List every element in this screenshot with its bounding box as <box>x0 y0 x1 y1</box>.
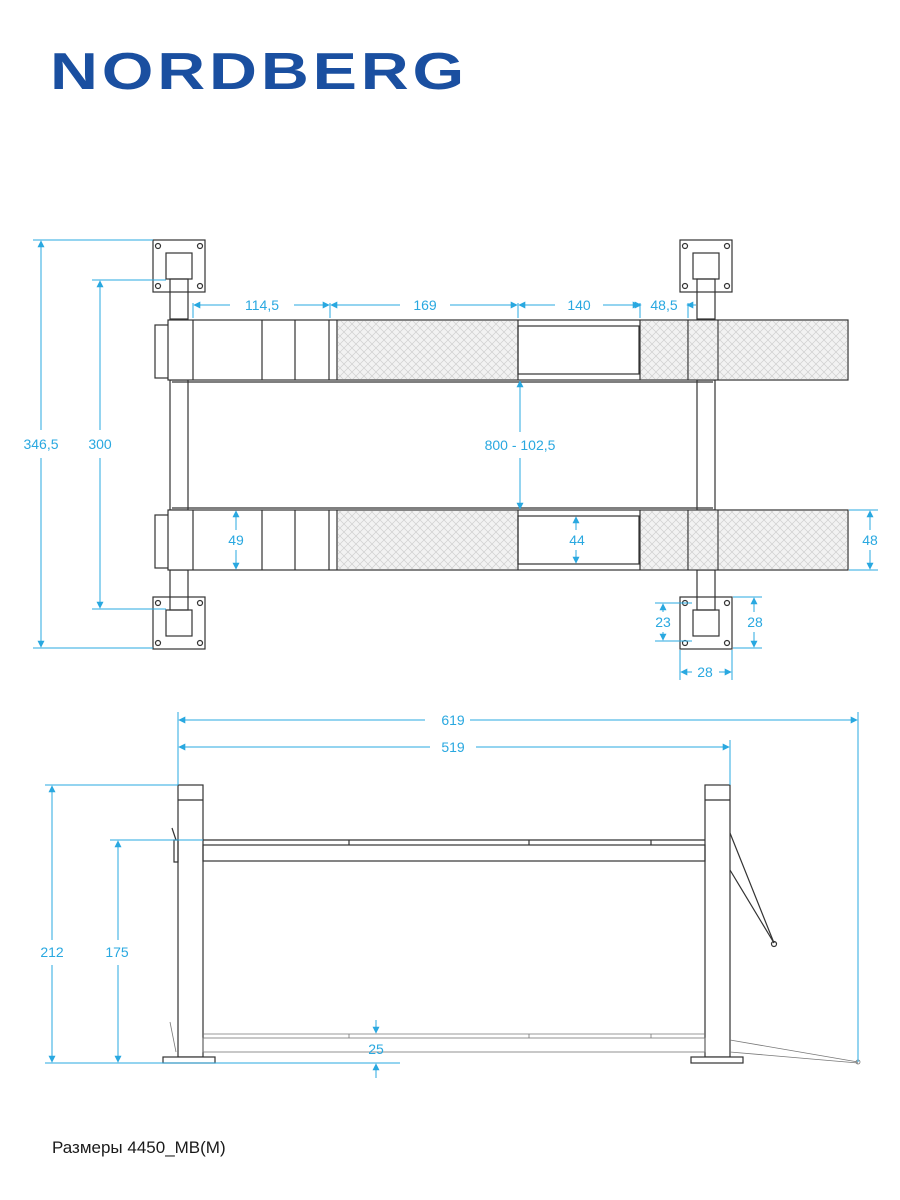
dim-49: 49 <box>228 510 244 570</box>
column-base-plate-br <box>679 596 733 650</box>
dim-vertical-left: 346,5 300 <box>23 239 166 649</box>
dim-300: 300 <box>88 436 112 452</box>
dim-49-label: 49 <box>228 532 244 548</box>
dim-169: 169 <box>413 297 437 313</box>
dim-width-overall: 619 519 <box>177 712 859 1062</box>
column-base-plate-tl <box>152 239 206 293</box>
runway-raised <box>171 827 706 863</box>
logo-text: NORDBERG <box>50 44 468 94</box>
column-right <box>704 784 731 1058</box>
dim-base-plate: 23 28 28 <box>655 596 763 680</box>
cross-beam-left <box>169 379 189 511</box>
column-base-plate-tr <box>679 239 733 293</box>
dim-44-label: 44 <box>569 532 585 548</box>
dim-heights: 212 175 25 <box>40 784 400 1078</box>
dim-44: 44 <box>569 516 585 564</box>
nordberg-logo: NORDBERG <box>50 44 468 94</box>
runway-lowered <box>169 1021 861 1065</box>
runway-bottom <box>154 509 849 571</box>
dim-346-5: 346,5 <box>23 436 58 452</box>
dim-519: 519 <box>441 739 465 755</box>
side-view: 619 519 212 175 25 <box>40 712 861 1078</box>
ramp-raised <box>729 832 778 948</box>
dim-23-label: 23 <box>655 614 671 630</box>
dim-140: 140 <box>567 297 591 313</box>
column-left <box>177 784 204 1058</box>
dim-619: 619 <box>441 712 465 728</box>
drawing-caption: Размеры 4450_MB(M) <box>52 1138 226 1157</box>
post-tr <box>696 278 716 320</box>
foot-right <box>690 1056 744 1064</box>
runway-top <box>154 319 849 381</box>
dim-800-102-5: 800 - 102,5 <box>485 437 556 453</box>
dim-212: 212 <box>40 944 64 960</box>
dim-28-vertical-label: 28 <box>747 614 763 630</box>
column-base-plate-bl <box>152 596 206 650</box>
dim-25: 25 <box>368 1041 384 1057</box>
foot-left <box>162 1056 216 1064</box>
dim-horizontal-chain: 114,5 169 140 48,5 <box>192 297 696 318</box>
dim-175: 175 <box>105 944 129 960</box>
dim-runway-gap: 800 - 102,5 <box>485 380 556 510</box>
top-view: 114,5 169 140 48,5 346,5 300 <box>23 239 878 680</box>
dim-48: 48 <box>849 509 878 571</box>
post-tl <box>169 278 189 320</box>
cross-beam-right <box>696 379 716 511</box>
dim-28-horizontal-label: 28 <box>697 664 713 680</box>
dim-114-5: 114,5 <box>245 297 279 313</box>
dim-48-label: 48 <box>862 532 878 548</box>
dim-48-5: 48,5 <box>650 297 677 313</box>
